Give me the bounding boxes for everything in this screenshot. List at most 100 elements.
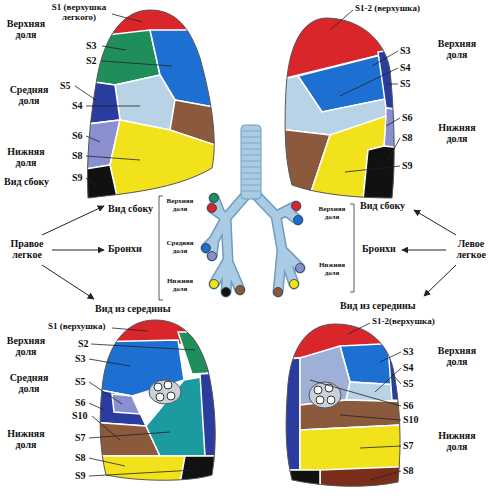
bronchus-tip <box>210 194 219 203</box>
bronchus-section <box>314 386 322 394</box>
segment-label: S1 (верхушка легкого) <box>48 3 110 23</box>
view-arrow <box>424 265 456 296</box>
lobe-label: Средняя доля <box>4 84 54 106</box>
leader-line <box>86 156 140 160</box>
lung-label: Правое легкое <box>4 238 50 260</box>
segment-label: S8 <box>403 465 414 476</box>
left-lung-lateral <box>270 0 420 210</box>
leader-line <box>89 382 122 404</box>
leader-line <box>89 432 170 438</box>
right-lung-medial <box>90 300 230 495</box>
bronchus-outline <box>206 195 300 292</box>
left-bronchi <box>256 195 300 292</box>
leader-line <box>102 46 126 50</box>
segment-label: S2 <box>86 55 97 66</box>
bracket <box>159 196 163 300</box>
segment-label: S2 <box>78 338 89 349</box>
segment-black <box>270 470 320 500</box>
view-arrow <box>414 210 456 235</box>
hilum <box>149 380 181 404</box>
bronchus-tip <box>296 264 305 273</box>
leader-line <box>75 86 96 100</box>
trachea-rings <box>241 131 261 191</box>
segment-s6 <box>90 388 146 426</box>
leader-line <box>360 446 401 448</box>
bronchus-tip <box>292 202 301 211</box>
segment-label: S3 <box>86 40 97 51</box>
segment-label: S3 <box>403 346 414 357</box>
segment-label: S6 <box>403 400 414 411</box>
left-bronchi <box>256 195 300 292</box>
bronchus-tip <box>208 252 217 261</box>
leader-line <box>89 458 125 466</box>
segment-blue <box>270 358 300 470</box>
segment-s4 <box>270 76 420 135</box>
bronchus-label: Нижняя доля <box>164 278 196 293</box>
right-bronchi <box>206 195 246 292</box>
segment-label: S5 <box>60 80 71 91</box>
segment-label: S4 <box>400 62 411 73</box>
leader-line <box>112 14 142 22</box>
segment-label: S8 <box>402 132 413 143</box>
leader-line <box>89 403 104 410</box>
segment-label: S1-2 (верхушка) <box>355 4 420 14</box>
leader-line <box>340 415 401 420</box>
view-label: Вид сбоку <box>360 200 405 211</box>
leader-line <box>388 138 400 160</box>
view-label: Бронхи <box>362 243 396 254</box>
view-label: Бронхи <box>108 243 142 254</box>
leader-line <box>386 118 400 126</box>
view-label: Вид сбоку <box>4 176 49 187</box>
leader-line <box>86 136 100 142</box>
view-arrows <box>42 206 456 299</box>
lung-label: Левое легкое <box>448 238 494 260</box>
segment-s7 <box>146 372 230 456</box>
segment-label: S7 <box>403 440 414 451</box>
segment-label: S9 <box>402 160 413 171</box>
bronchus-section <box>164 381 172 389</box>
segment-label: S1-2(верхушка) <box>372 317 435 327</box>
segment-s8 <box>320 466 420 500</box>
segment-s5 <box>80 80 120 125</box>
bronchus-section <box>154 383 162 391</box>
view-arrow <box>402 250 446 251</box>
bronchus-tip <box>208 204 217 213</box>
bronchus-tips <box>202 194 305 297</box>
segment-s1 <box>90 300 230 346</box>
segment-label: S9 <box>72 172 83 183</box>
leader-line <box>86 106 140 107</box>
hilum-area <box>309 382 341 408</box>
segment-s5 <box>112 394 140 414</box>
segment-label: S4 <box>72 100 83 111</box>
segment-label: S6 <box>75 397 86 408</box>
right-bronchi <box>206 195 246 292</box>
leader-line <box>386 84 398 85</box>
segment-label: S7 <box>75 432 86 443</box>
lung-outline <box>87 10 214 198</box>
bronchus-label: Средняя доля <box>164 240 196 255</box>
lobe-label: Нижняя доля <box>432 430 482 452</box>
lobe-label: Верхняя доля <box>432 38 482 60</box>
segment-s8 <box>110 120 230 210</box>
leader-line <box>112 328 148 331</box>
leader-line <box>102 61 172 66</box>
leader-line <box>310 380 401 406</box>
lobe-label: Верхняя доля <box>4 18 48 40</box>
leader-line <box>330 10 353 30</box>
segment-label: S3 <box>400 45 411 56</box>
leader-lines <box>75 10 401 480</box>
segment-label: S6 <box>402 112 413 123</box>
segment-label: S6 <box>72 130 83 141</box>
bronchus-tip <box>290 280 299 289</box>
leader-line <box>375 368 401 392</box>
bronchus-section <box>167 392 175 400</box>
lobe-label: Нижняя доля <box>4 146 48 168</box>
bronchus-tip <box>222 288 231 297</box>
segment-label: S5 <box>75 376 86 387</box>
bronchus-fill <box>206 195 300 292</box>
right-lung-lateral <box>80 0 230 210</box>
segment-label: S10 <box>403 414 419 425</box>
bronchus-tip <box>274 288 283 297</box>
segment-s9 <box>178 456 230 495</box>
segment-label: S5 <box>403 378 414 389</box>
